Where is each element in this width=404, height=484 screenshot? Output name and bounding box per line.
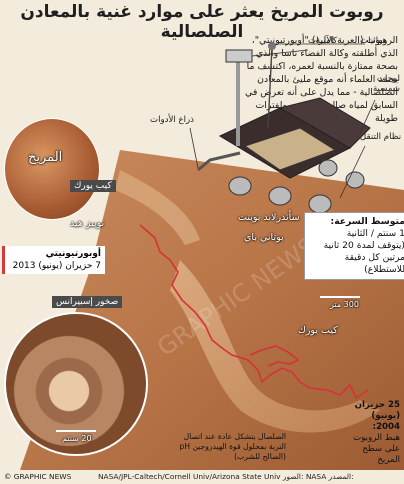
wheel <box>228 176 252 196</box>
speed-line2: (يتوقف لمدة 20 ثانية <box>323 240 404 251</box>
rover-body <box>243 127 337 171</box>
mars-globe <box>4 118 100 220</box>
footer-source: NASA/JPL-Caltech/Cornell Univ/Arizona St… <box>98 472 354 481</box>
antenna <box>267 45 273 129</box>
map-scale-label: 300 متر <box>330 300 359 309</box>
footer-source-label: الصور: <box>282 472 304 481</box>
esperance-photo <box>4 312 148 456</box>
speed-line3: مرتين كل دقيقة <box>344 252 404 263</box>
place-cape-york: كيب يورك <box>298 325 338 336</box>
label-solar-panels: لوحات شمسية <box>372 74 400 94</box>
speed-box: متوسط السرعة: 1 سنتم / الثانية (يتوقف لم… <box>304 212 404 280</box>
label-tool-arm: ذراع الأدوات <box>150 115 194 125</box>
label-antennas: هوائيات <box>360 36 388 46</box>
opportunity-name: أوبورتيونيتي <box>45 249 101 259</box>
antenna-dish <box>268 42 276 50</box>
ridge <box>170 260 380 433</box>
camera-mast <box>236 56 240 146</box>
footer-source2-label: المصدر: <box>328 472 354 481</box>
label-cameras: كاميرات <box>308 36 338 46</box>
footer-credit: © GRAPHIC NEWS <box>4 472 72 481</box>
landing-date: 25 حزيران (يونيو) 2004: <box>354 400 400 432</box>
esperance-scale-label: 20 سنتم <box>62 434 92 443</box>
rover-route-2 <box>249 345 300 367</box>
speed-line1: 1 سنتم / الثانية <box>346 228 404 239</box>
opportunity-box: أوبورتيونيتي 7 حزيران (يونيو) 2013 <box>2 246 105 274</box>
map-scale-bar <box>320 296 360 298</box>
place-solander: سأندرلاند بوينت <box>238 212 300 223</box>
place-nobbys: نوبيز هيد <box>70 218 105 229</box>
place-botany: بوتاني باي <box>244 232 284 243</box>
rover-route <box>139 224 369 400</box>
speed-heading: متوسط السرعة: <box>330 216 404 227</box>
tool-arm <box>197 151 241 172</box>
esperance-caption: الصلصال يتشكل عادة عند اتصال التربة بمحل… <box>179 432 286 461</box>
wheel <box>268 186 292 206</box>
esperance-scale-bar <box>56 430 96 432</box>
landing-text: هبط الروبوت على سطح المريخ <box>353 433 400 465</box>
camera-head <box>225 49 253 63</box>
landing-note: 25 حزيران (يونيو) 2004: هبط الروبوت على … <box>344 400 400 466</box>
page-title: روبوت المريخ يعثر على موارد غنية بالمعاد… <box>20 2 384 42</box>
solar-panel-right <box>278 97 371 149</box>
mars-label: المريخ <box>28 150 63 165</box>
esperance-title: صخور إسبيرانس <box>52 296 123 308</box>
wheel <box>308 194 332 214</box>
mars-site-badge: كيب يورك <box>70 180 116 192</box>
speed-line4: للاستطلاع) <box>364 264 404 275</box>
ridge-2 <box>115 170 200 245</box>
rover-illustration <box>189 42 376 214</box>
label-mobility: نظام التنقل <box>360 132 402 142</box>
footer-source-text: NASA/JPL-Caltech/Cornell Univ/Arizona St… <box>98 472 281 481</box>
opportunity-date: 7 حزيران (يونيو) 2013 <box>12 261 101 271</box>
footer-source2-text: NASA <box>305 472 327 481</box>
wheel <box>318 159 338 177</box>
